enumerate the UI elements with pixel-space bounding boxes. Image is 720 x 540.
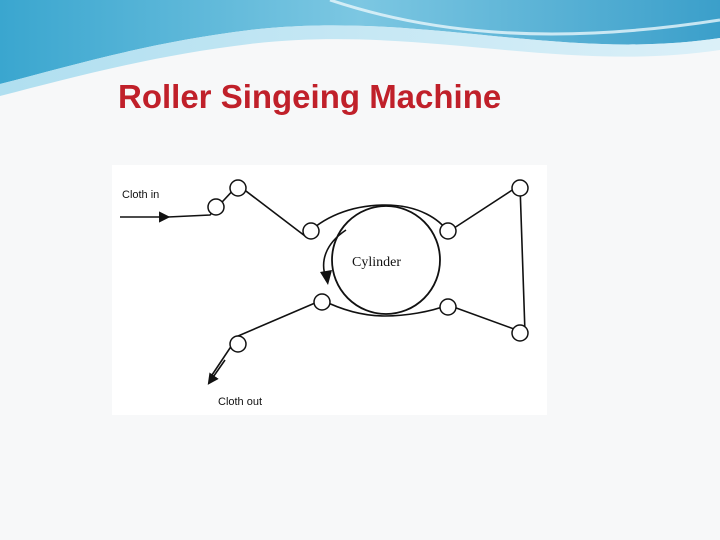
cloth-path: [120, 183, 526, 385]
cloth-out-label: Cloth out: [218, 396, 262, 408]
cloth-path-lower: [209, 299, 323, 379]
roller: [313, 293, 331, 311]
cloth-out-arrow: [207, 359, 226, 385]
roller: [302, 222, 320, 240]
roller: [207, 198, 225, 216]
header-wave-band: [0, 0, 720, 84]
header-wave-decoration: [0, 0, 720, 96]
header-wave-highlight: [0, 25, 720, 96]
diagram-panel: [112, 165, 547, 415]
cloth-in-label: Cloth in: [122, 189, 159, 201]
roller: [229, 335, 247, 353]
rollers: [207, 179, 529, 353]
roller: [511, 324, 529, 342]
slide-title: Roller Singeing Machine: [118, 78, 502, 115]
header-wave-line: [329, 0, 720, 36]
cylinder: [331, 205, 441, 315]
cloth-path-right: [447, 183, 526, 335]
cloth-wrap-bottom: [321, 299, 449, 317]
roller: [439, 298, 457, 316]
cloth-path-upper: [167, 183, 306, 237]
cylinder-label: Cylinder: [352, 255, 401, 270]
roller: [511, 179, 529, 197]
cylinder-rotation-arrowhead: [320, 270, 332, 285]
roller: [229, 179, 247, 197]
cloth-wrap-cylinder: [304, 204, 449, 237]
roller: [439, 222, 457, 240]
